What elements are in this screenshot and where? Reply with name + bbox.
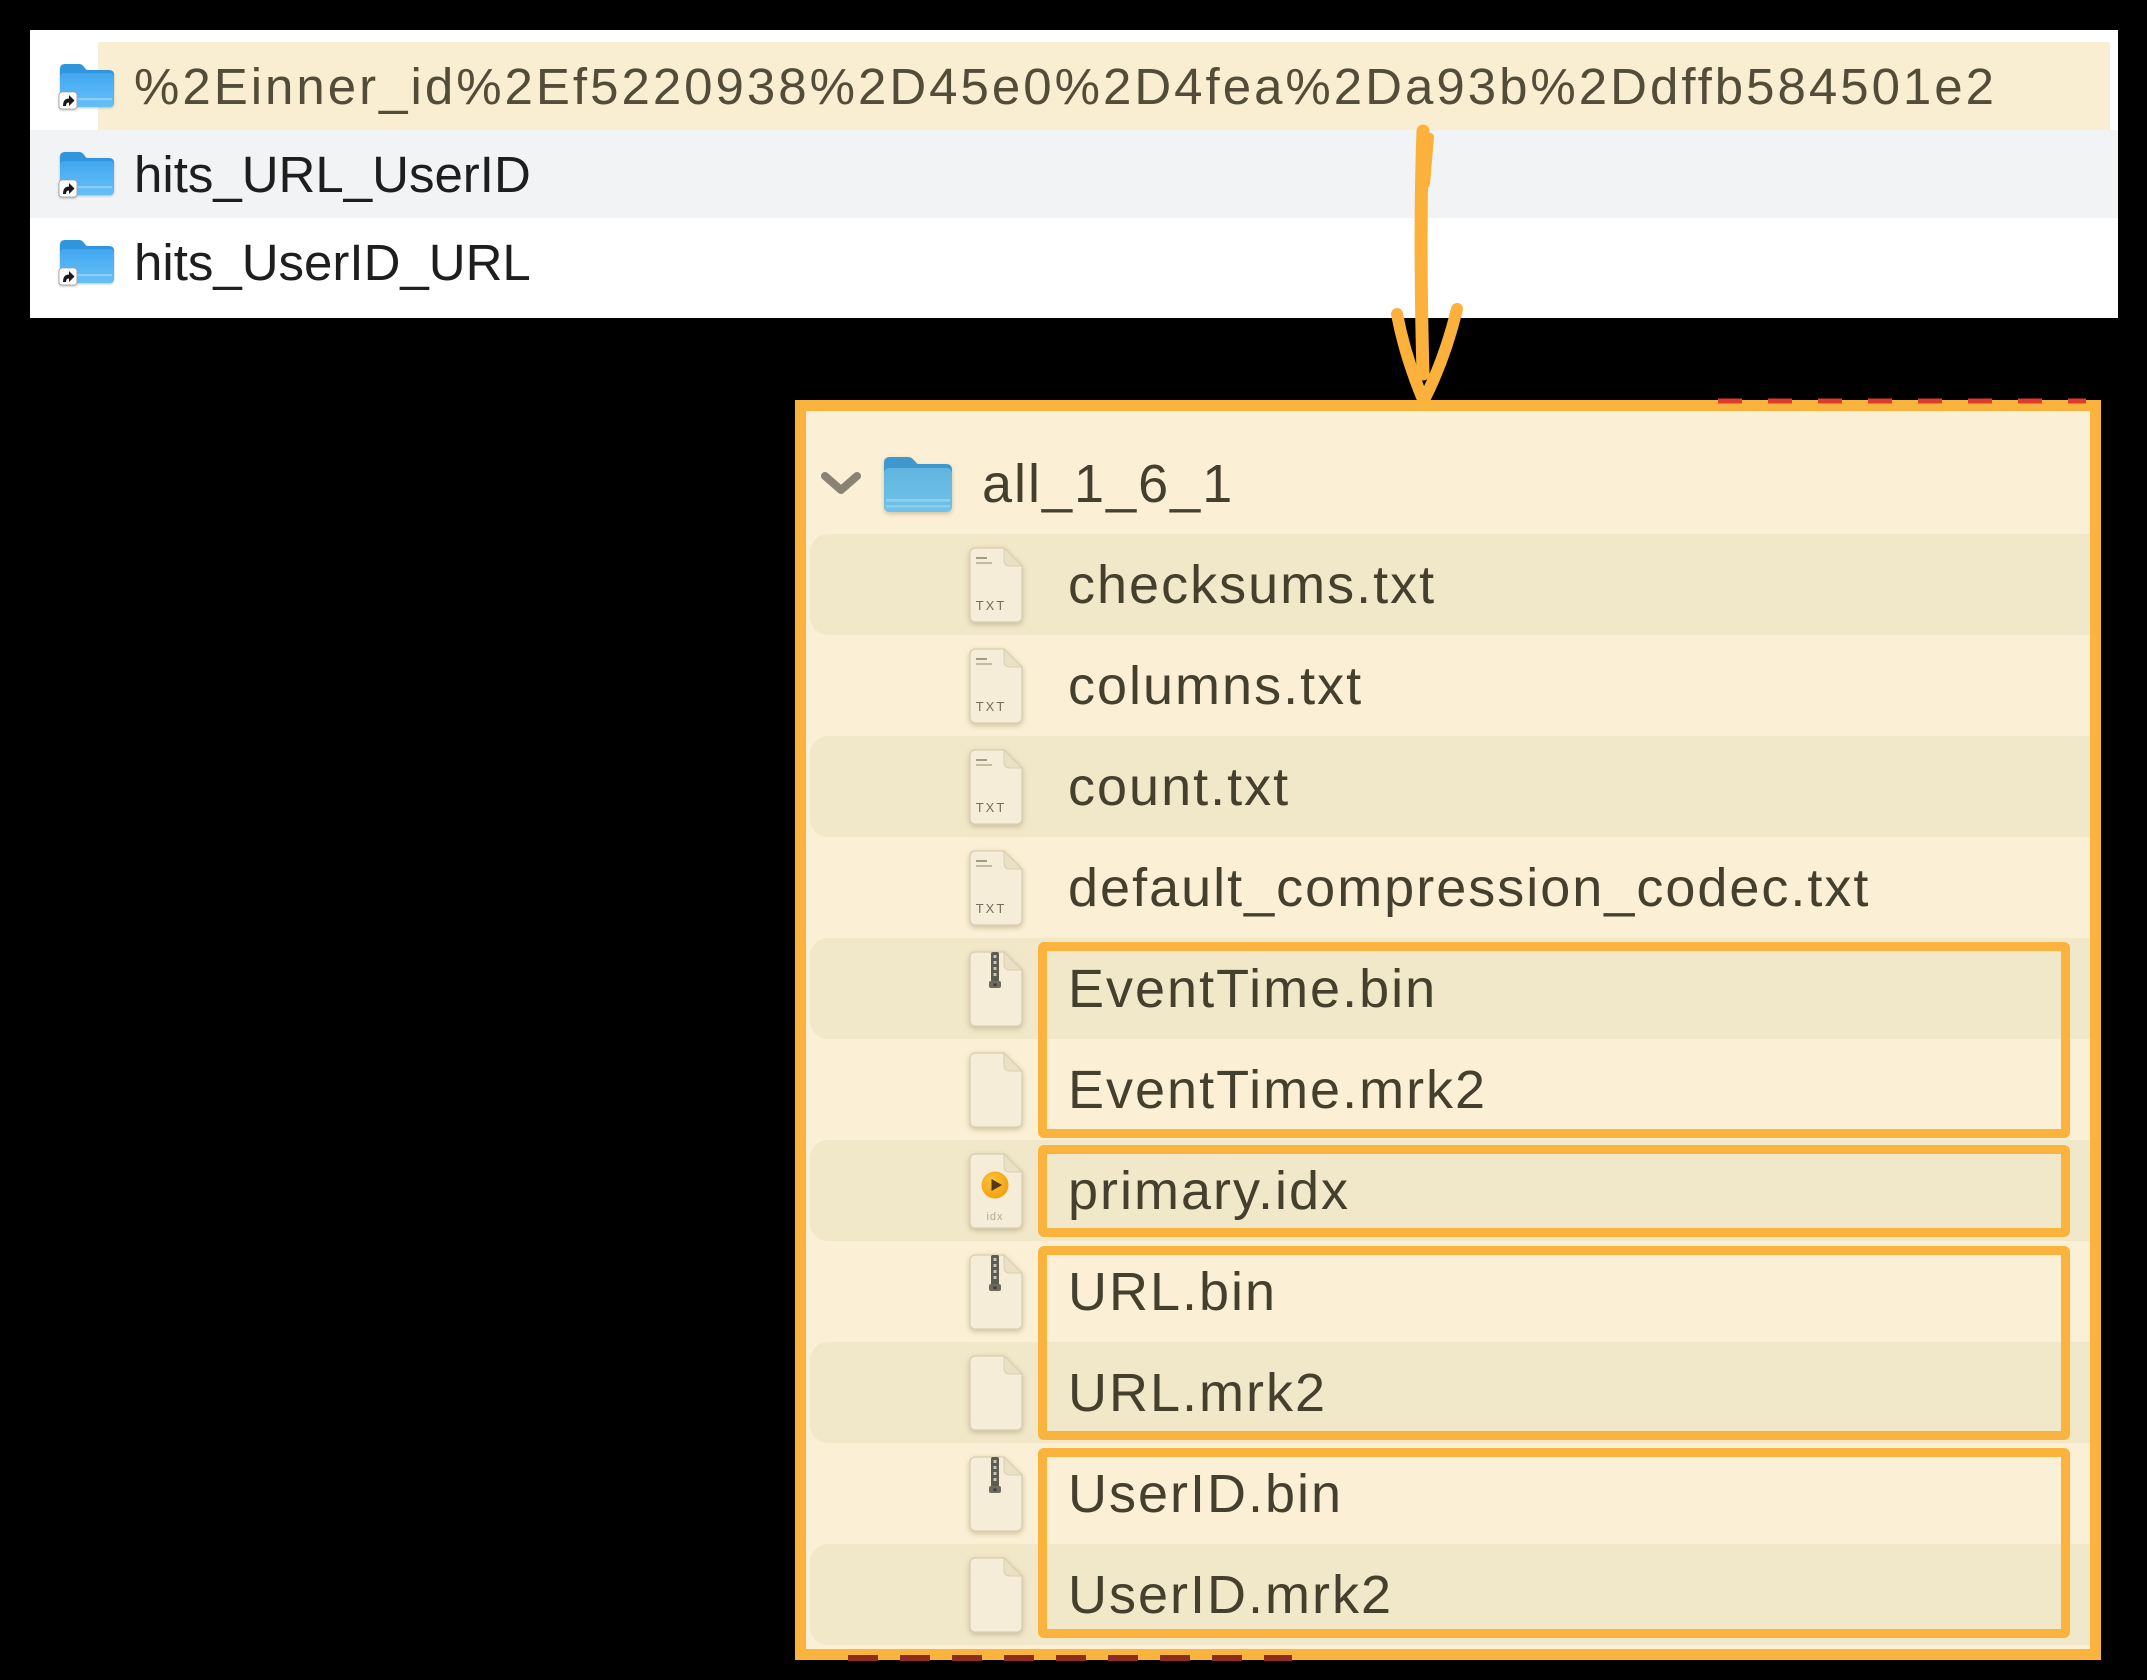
file-name: UserID.mrk2: [1068, 1564, 1394, 1625]
txt-file-icon: TXT: [969, 647, 1024, 724]
tree-file-row[interactable]: TXT idx default_compression_codec.txt: [806, 837, 2090, 938]
tree-folder-row[interactable]: all_1_6_1: [806, 433, 2090, 534]
tree-file-row[interactable]: TXT idx EventTime.bin: [806, 938, 2090, 1039]
folder-icon: [884, 456, 952, 512]
blank-file-icon: [969, 1051, 1024, 1128]
tree-file-row[interactable]: TXT idx primary.idx: [806, 1140, 2090, 1241]
file-name: primary.idx: [1068, 1160, 1351, 1221]
folder-name: hits_URL_UserID: [134, 145, 531, 203]
tree-file-row[interactable]: TXT idx count.txt: [806, 736, 2090, 837]
folder-name: %2Einner_id%2Ef5220938%2D45e0%2D4fea%2Da…: [134, 57, 1998, 115]
finder-list-panel: %2Einner_id%2Ef5220938%2D45e0%2D4fea%2Da…: [30, 30, 2118, 318]
row-highlight: [98, 42, 2110, 130]
tree-file-row[interactable]: TXT idx URL.bin: [806, 1241, 2090, 1342]
file-name: default_compression_codec.txt: [1068, 857, 1871, 918]
tree-rows: all_1_6_1 TXT idx: [806, 433, 2090, 1645]
blank-file-icon: [969, 1556, 1024, 1633]
folder-name: hits_UserID_URL: [134, 233, 531, 291]
file-name: checksums.txt: [1068, 554, 1437, 615]
txt-file-icon: TXT: [969, 546, 1024, 623]
index-file-icon: idx: [969, 1152, 1024, 1229]
txt-file-icon: TXT: [969, 849, 1024, 926]
file-name: count.txt: [1068, 756, 1291, 817]
finder-list-row[interactable]: %2Einner_id%2Ef5220938%2D45e0%2D4fea%2Da…: [30, 42, 2118, 130]
file-name: EventTime.mrk2: [1068, 1059, 1488, 1120]
finder-rows: %2Einner_id%2Ef5220938%2D45e0%2D4fea%2Da…: [30, 42, 2118, 306]
tree-file-rows: TXT idx checksums.txt: [806, 534, 2090, 1645]
binary-file-icon: [969, 950, 1024, 1027]
tree-file-row[interactable]: TXT idx UserID.bin: [806, 1443, 2090, 1544]
folder-name: all_1_6_1: [982, 453, 1235, 514]
txt-file-icon: TXT: [969, 748, 1024, 825]
alias-folder-icon: [58, 240, 114, 286]
svg-text:TXT: TXT: [976, 800, 1007, 815]
blank-file-icon: [969, 1354, 1024, 1431]
tree-file-row[interactable]: TXT idx checksums.txt: [806, 534, 2090, 635]
svg-text:TXT: TXT: [976, 699, 1007, 714]
file-name: UserID.bin: [1068, 1463, 1344, 1524]
tree-file-row[interactable]: TXT idx URL.mrk2: [806, 1342, 2090, 1443]
file-name: columns.txt: [1068, 655, 1364, 716]
tree-file-row[interactable]: TXT idx EventTime.mrk2: [806, 1039, 2090, 1140]
part-folder-panel: all_1_6_1 TXT idx: [795, 400, 2101, 1660]
binary-file-icon: [969, 1455, 1024, 1532]
alias-folder-icon: [58, 64, 114, 110]
finder-list-row[interactable]: hits_UserID_URL: [30, 218, 2118, 306]
alias-folder-icon: [58, 152, 114, 198]
file-name: URL.mrk2: [1068, 1362, 1328, 1423]
file-name: URL.bin: [1068, 1261, 1278, 1322]
chevron-down-icon[interactable]: [820, 471, 862, 497]
svg-text:TXT: TXT: [976, 901, 1007, 916]
finder-list-row[interactable]: hits_URL_UserID: [30, 130, 2118, 218]
binary-file-icon: [969, 1253, 1024, 1330]
svg-text:idx: idx: [986, 1211, 1003, 1223]
tree-file-row[interactable]: TXT idx columns.txt: [806, 635, 2090, 736]
file-name: EventTime.bin: [1068, 958, 1438, 1019]
svg-text:TXT: TXT: [976, 598, 1007, 613]
tree-file-row[interactable]: TXT idx UserID.mrk2: [806, 1544, 2090, 1645]
